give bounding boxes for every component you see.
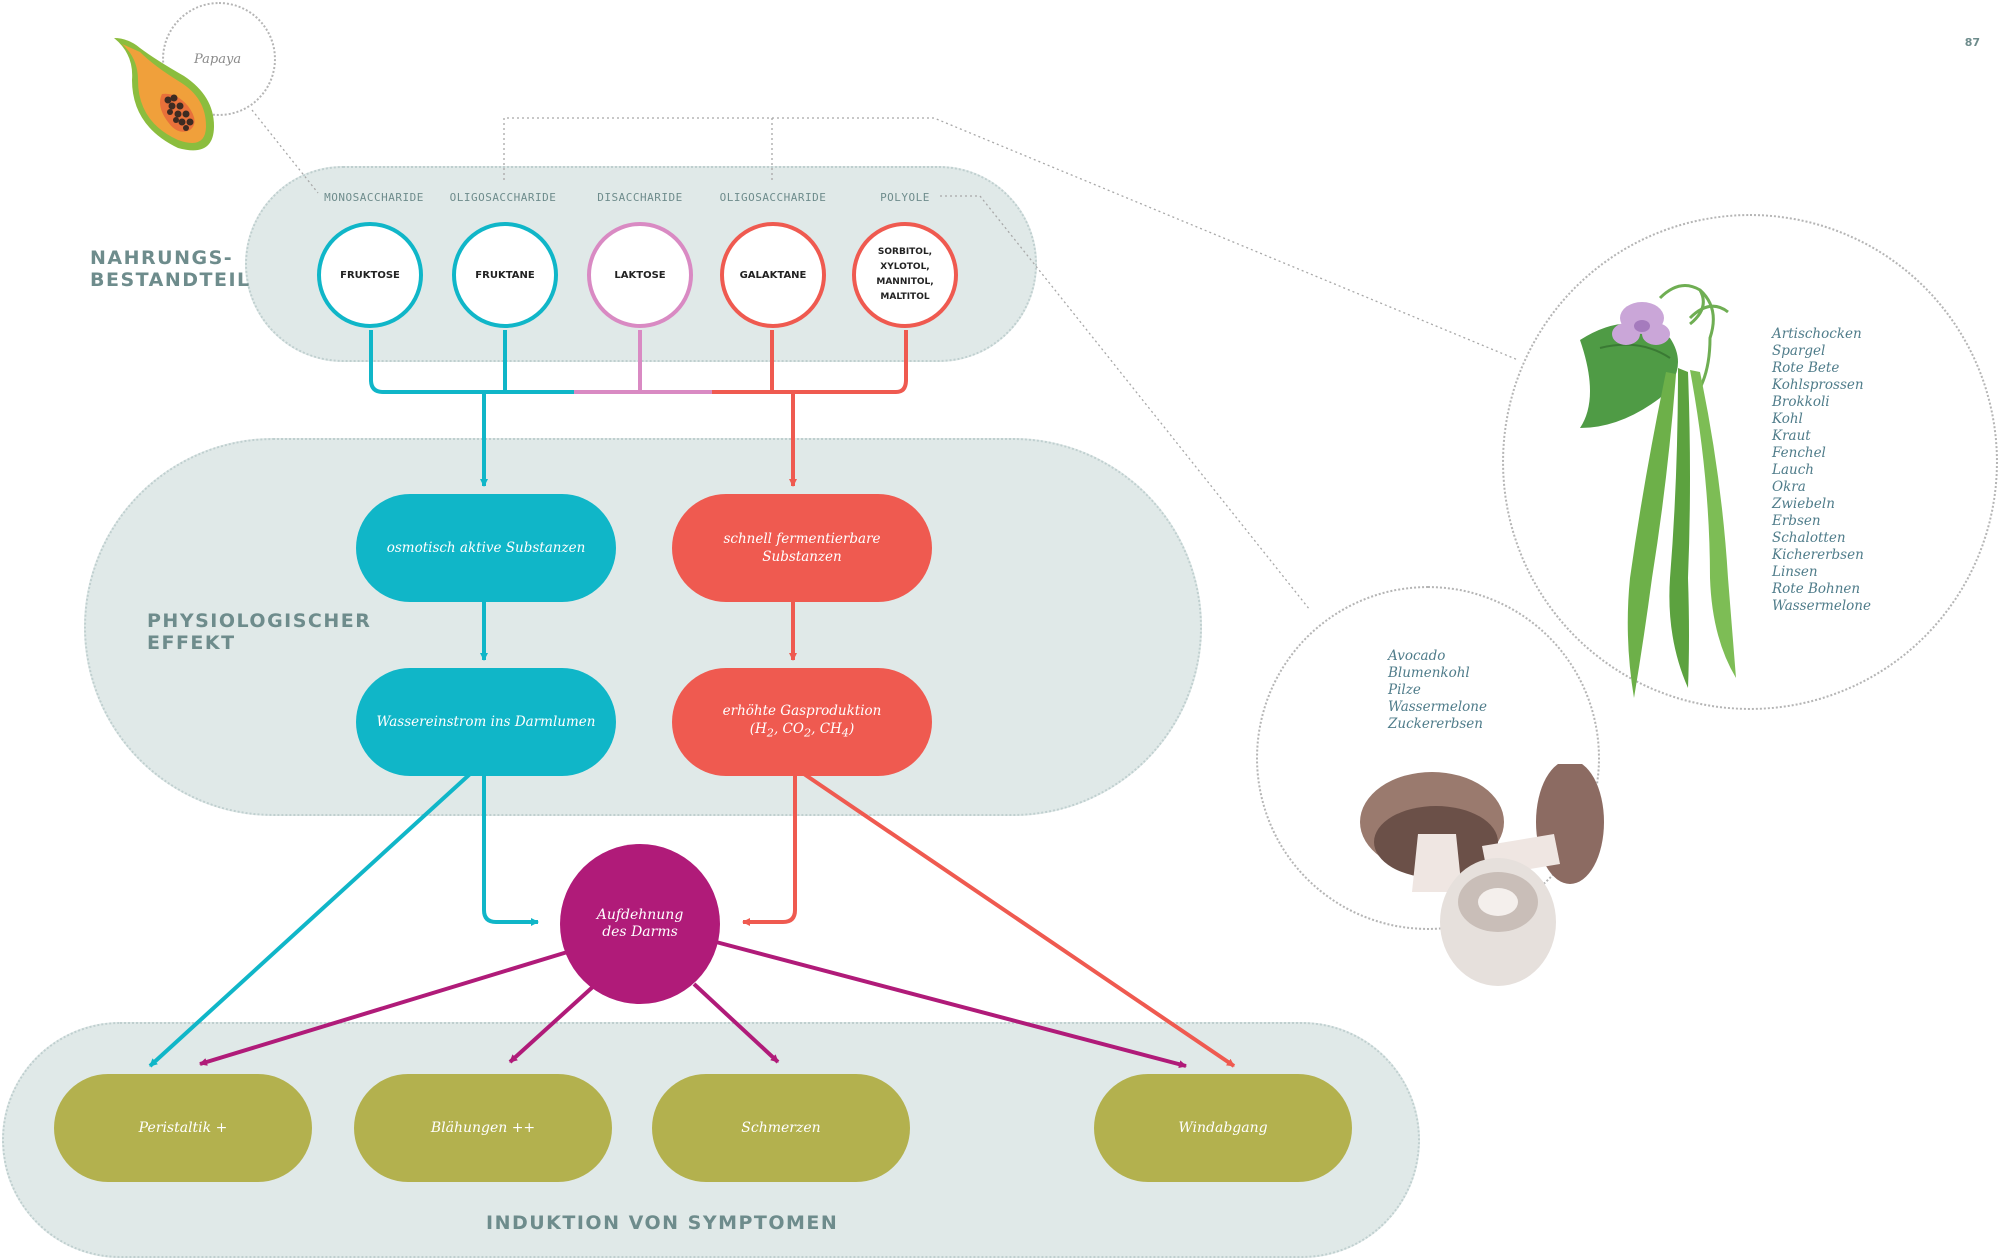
food-item: Lauch <box>1772 462 1814 478</box>
green-beans-icon <box>1580 284 1736 698</box>
food-item: Kraut <box>1772 428 1811 444</box>
category-label: OLIGOSACCHARIDE <box>449 191 557 204</box>
food-item: Zuckererbsen <box>1388 716 1483 732</box>
symptom-schmerzen: Schmerzen <box>652 1074 910 1182</box>
component-polyole: SORBITOL, XYLOTOL, MANNITOL, MALTITOL <box>852 222 958 328</box>
papaya-label: Papaya <box>194 52 242 67</box>
food-item: Spargel <box>1772 343 1826 359</box>
hub-darm-aufdehnung: Aufdehnung des Darms <box>560 844 720 1004</box>
food-item: Artischocken <box>1772 326 1862 342</box>
gas-production-line1: erhöhte Gasproduktion <box>722 702 882 719</box>
food-item: Kichererbsen <box>1772 547 1864 563</box>
symptom-peristaltik: Peristaltik + <box>54 1074 312 1182</box>
food-item: Okra <box>1772 479 1806 495</box>
section-label-physiologischer-effekt: PHYSIOLOGISCHER EFFEKT <box>147 610 372 654</box>
leader-mushrooms <box>940 195 1311 611</box>
food-item: Pilze <box>1388 682 1421 698</box>
food-item: Fenchel <box>1772 445 1826 461</box>
food-item: Kohlsprossen <box>1772 377 1864 393</box>
effect-gas-production: erhöhte Gasproduktion (H2, CO2, CH4) <box>672 668 932 776</box>
food-item: Linsen <box>1772 564 1818 580</box>
effect-water-inflow: Wassereinstrom ins Darmlumen <box>356 668 616 776</box>
effect-osmotic: osmotisch aktive Substanzen <box>356 494 616 602</box>
food-item: Wassermelone <box>1388 699 1487 715</box>
food-item: Zwiebeln <box>1772 496 1835 512</box>
food-item: Rote Bohnen <box>1772 581 1861 597</box>
symptom-blaehungen: Blähungen ++ <box>354 1074 612 1182</box>
gas-production-formula: (H2, CO2, CH4) <box>749 720 855 740</box>
food-item: Blumenkohl <box>1388 665 1470 681</box>
category-label: POLYOLE <box>880 191 930 204</box>
section-label-symptome: INDUKTION VON SYMPTOMEN <box>486 1212 839 1234</box>
papaya-icon <box>114 38 214 151</box>
food-item: Rote Bete <box>1772 360 1840 376</box>
category-label: MONOSACCHARIDE <box>324 191 424 204</box>
food-item: Avocado <box>1388 648 1446 664</box>
leader-papaya <box>251 109 319 194</box>
page-number: 87 <box>1964 36 1980 49</box>
component-fruktose: FRUKTOSE <box>317 222 423 328</box>
effect-fermentable: schnell fermentierbare Substanzen <box>672 494 932 602</box>
food-item: Wassermelone <box>1772 598 1871 614</box>
category-label: OLIGOSACCHARIDE <box>719 191 827 204</box>
food-item: Brokkoli <box>1772 394 1830 410</box>
component-galaktane: GALAKTANE <box>720 222 826 328</box>
bubble-vegetables <box>1502 214 1998 710</box>
category-label: DISACCHARIDE <box>597 191 683 204</box>
leader-vegetables <box>503 117 1519 361</box>
food-item: Kohl <box>1772 411 1803 427</box>
food-item: Erbsen <box>1772 513 1821 529</box>
component-fruktane: FRUKTANE <box>452 222 558 328</box>
food-item: Schalotten <box>1772 530 1846 546</box>
mushrooms-icon <box>1360 764 1604 986</box>
symptom-windabgang: Windabgang <box>1094 1074 1352 1182</box>
component-laktose: LAKTOSE <box>587 222 693 328</box>
section-label-nahrungsbestandteil: NAHRUNGS- BESTANDTEIL <box>90 247 251 291</box>
band-physiologischer-effekt <box>84 438 1202 816</box>
